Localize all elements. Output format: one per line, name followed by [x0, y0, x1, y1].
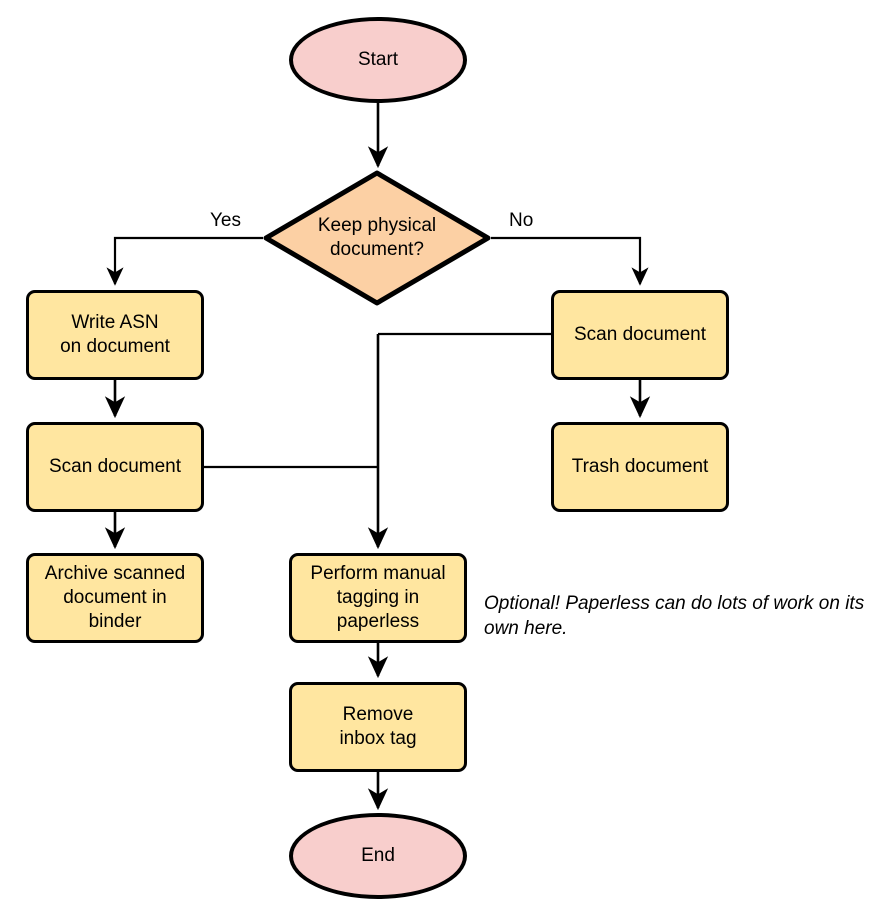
node-start-label: Start [357, 49, 399, 70]
node-write-asn-label: Write ASN on document [60, 312, 170, 357]
node-keep-physical-document[interactable]: Keep physical document? [263, 170, 491, 306]
edge-decision-no-to-scan-right [491, 236, 649, 286]
node-write-asn[interactable]: Write ASN on document [26, 290, 204, 380]
node-remove-inbox-tag-label: Remove inbox tag [339, 704, 417, 749]
node-archive-in-binder[interactable]: Archive scanned document in binder [26, 553, 204, 643]
annotation-optional-note: Optional! Paperless can do lots of work … [484, 593, 865, 639]
node-archive-in-binder-label: Archive scanned document in binder [44, 563, 186, 632]
node-scan-document-left[interactable]: Scan document [26, 422, 204, 512]
node-start[interactable]: Start [289, 17, 467, 103]
node-trash-document-label: Trash document [571, 456, 709, 477]
edge-label-no: No [509, 210, 534, 231]
node-scan-document-left-label: Scan document [48, 456, 182, 477]
node-scan-document-right-label: Scan document [573, 324, 707, 345]
node-end[interactable]: End [289, 813, 467, 899]
node-keep-physical-document-label: Keep physical document? [317, 215, 437, 260]
edge-decision-yes-to-write-asn [106, 236, 263, 286]
node-manual-tagging-label: Perform manual tagging in paperless [310, 563, 446, 632]
node-end-label: End [361, 845, 395, 866]
node-manual-tagging[interactable]: Perform manual tagging in paperless [289, 553, 467, 643]
diamond-shape [263, 170, 491, 306]
node-scan-document-right[interactable]: Scan document [551, 290, 729, 380]
edge-label-yes: Yes [210, 210, 241, 231]
node-remove-inbox-tag[interactable]: Remove inbox tag [289, 682, 467, 772]
node-trash-document[interactable]: Trash document [551, 422, 729, 512]
